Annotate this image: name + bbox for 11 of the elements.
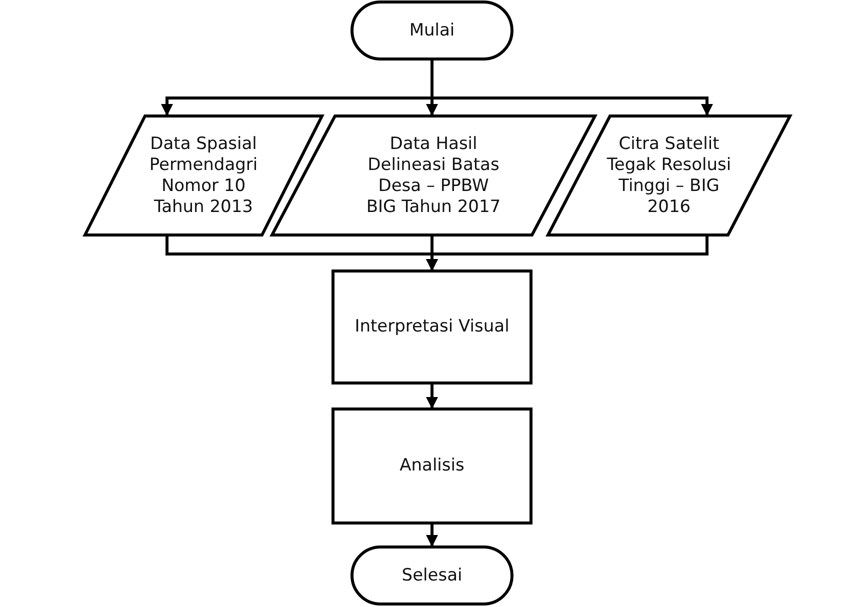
node-label: Mulai (408, 20, 456, 41)
node-label: Interpretasi Visual (354, 316, 510, 338)
arrow (426, 383, 438, 409)
arrow (430, 59, 713, 116)
node-label: Data Hasil Delineasi Batas Desa – PPBW BIG Tahun 2017 (365, 134, 502, 218)
node-label: Data Spasial Permendagri Nomor 10 Tahun 2013 (148, 134, 259, 218)
node-label: Analisis (398, 456, 466, 476)
node-label: Citra Satelit Tegak Resolusi Tinggi – BIG 2016 (606, 134, 732, 218)
arrow (426, 523, 438, 547)
arrow (426, 235, 708, 271)
node-label: Selesai (400, 565, 464, 586)
